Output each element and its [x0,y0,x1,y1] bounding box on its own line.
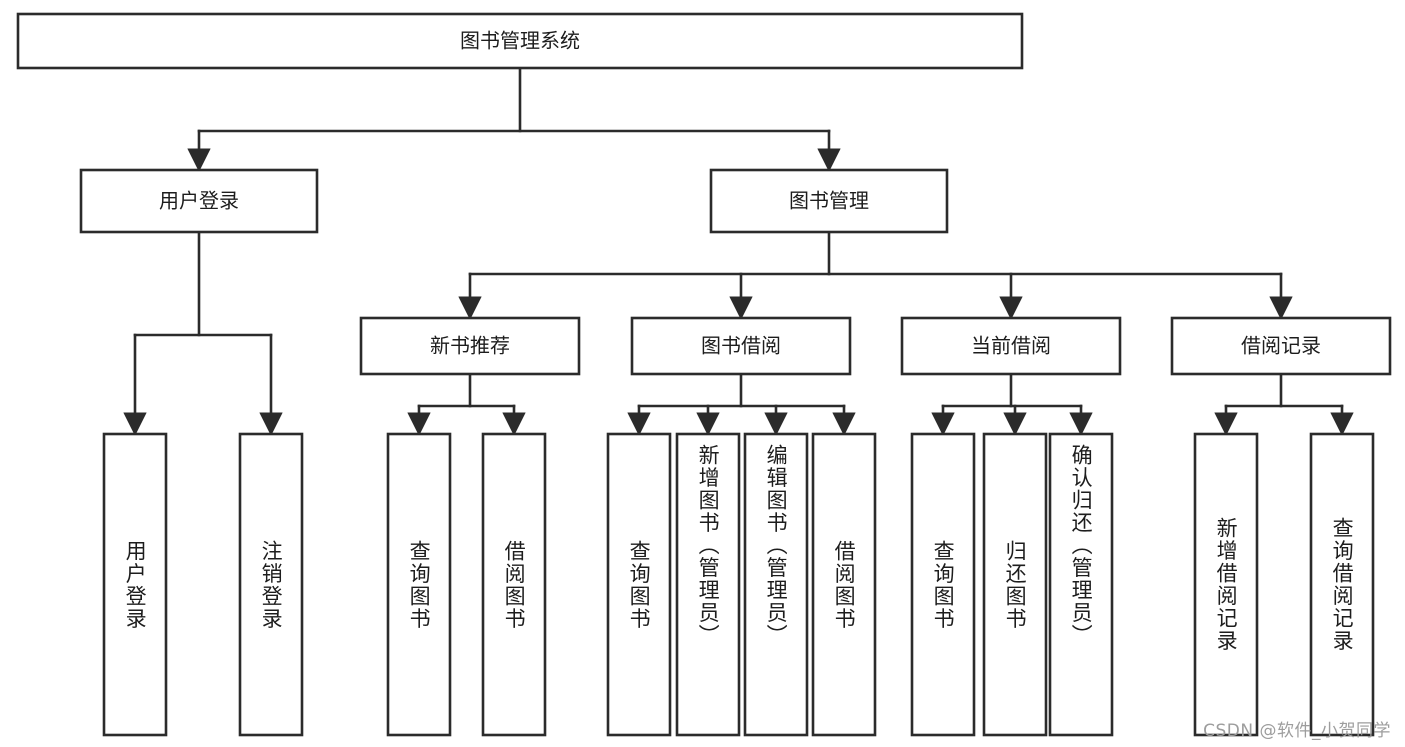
node-box-root[interactable] [16,12,1024,70]
node-box-leaf-add-record[interactable] [1193,432,1259,737]
node-box-leaf-borrow-book-2[interactable] [811,432,877,737]
node-box-leaf-confirm-return[interactable] [1048,432,1114,737]
node-box-leaf-query-book-3[interactable] [910,432,976,737]
node-box-leaf-query-book-2[interactable] [606,432,672,737]
connector-layer [123,66,1354,436]
box-layer [16,12,1392,737]
node-label-user-login: 用户登录 [159,189,239,213]
node-box-new-book-recommend[interactable] [359,316,581,376]
node-box-leaf-return-book[interactable] [982,432,1048,737]
node-box-leaf-user-login[interactable] [102,432,168,737]
node-box-leaf-add-book[interactable] [675,432,741,737]
node-label-borrow-records: 借阅记录 [1241,334,1321,358]
node-label-new-book-recommend: 新书推荐 [430,334,510,358]
node-box-leaf-borrow-book-1[interactable] [481,432,547,737]
node-box-borrow-records[interactable] [1170,316,1392,376]
node-box-leaf-query-book-1[interactable] [386,432,452,737]
node-box-user-login[interactable] [79,168,319,234]
node-box-leaf-query-record[interactable] [1309,432,1375,737]
node-box-leaf-user-logout[interactable] [238,432,304,737]
node-box-current-borrow[interactable] [900,316,1122,376]
node-label-root: 图书管理系统 [460,29,580,53]
node-box-book-manage[interactable] [709,168,949,234]
node-label-current-borrow: 当前借阅 [971,334,1051,358]
node-box-book-borrow[interactable] [630,316,852,376]
csdn-watermark: CSDN @软件_小贺同学 [1203,721,1391,741]
node-label-book-manage: 图书管理 [789,189,869,213]
node-label-book-borrow: 图书借阅 [701,334,781,358]
node-box-leaf-edit-book[interactable] [743,432,809,737]
